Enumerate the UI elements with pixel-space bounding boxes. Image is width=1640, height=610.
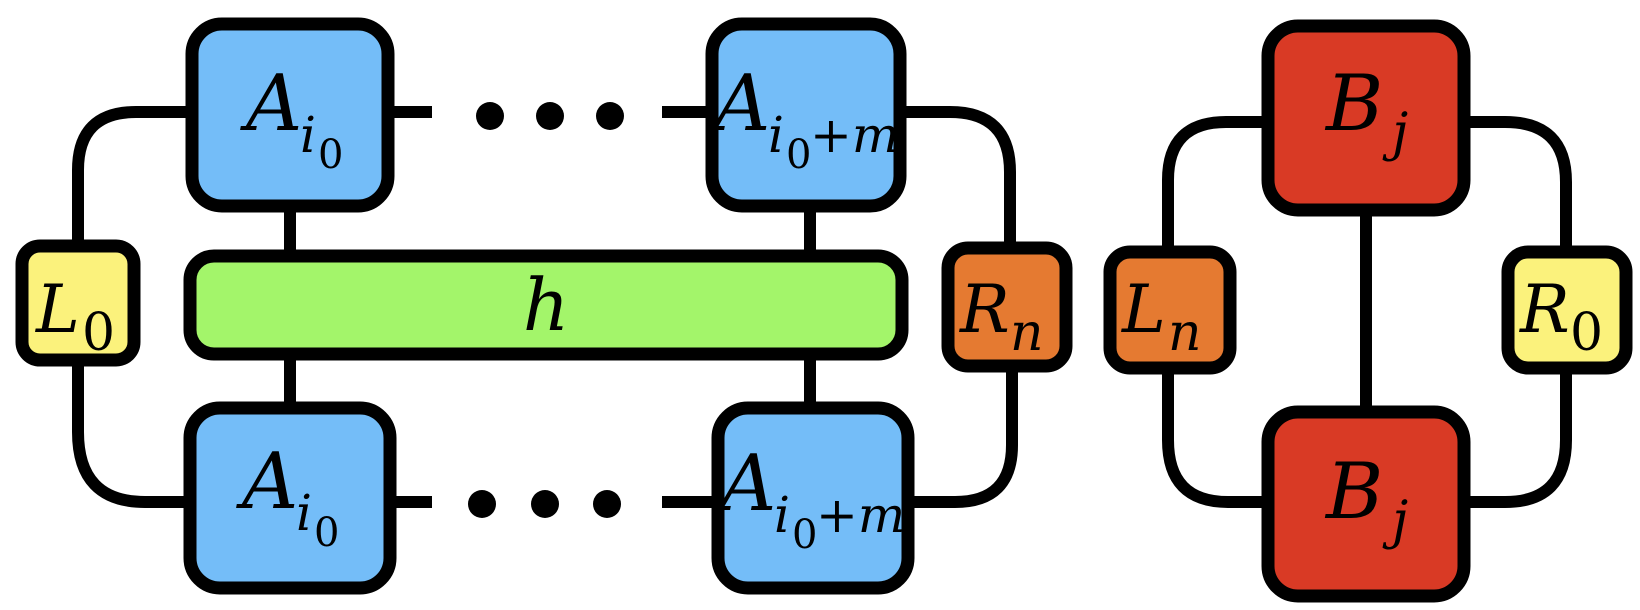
ellipsis-bottom	[468, 490, 621, 518]
a-top-first-subsub: 0	[318, 132, 343, 178]
r0-base: R	[1519, 271, 1570, 348]
dot	[476, 102, 504, 130]
a-top-last-base: A	[708, 59, 770, 149]
wire-bottom-rn	[914, 365, 1018, 508]
left-network-wires	[72, 106, 1018, 508]
wire-l0-top	[72, 106, 186, 245]
rn-base: R	[959, 271, 1010, 348]
dot	[468, 490, 496, 518]
wire-top-rn	[900, 106, 1016, 248]
tensor-a-bottom-first: A i 0	[183, 401, 397, 595]
a-top-last-subsub: 0	[786, 132, 811, 178]
wire-ln-top	[1162, 116, 1268, 252]
operator-h: h	[183, 249, 909, 361]
wire-bottom-r0	[1462, 362, 1572, 508]
l0-base: L	[35, 271, 80, 348]
tensor-a-top-last: A i 0 +m	[705, 17, 907, 213]
tensor-b-top: B j	[1261, 19, 1471, 217]
wire-ln-bottom	[1162, 365, 1268, 508]
tensor-a-bottom-last: A i 0 +m	[711, 401, 915, 595]
b-top-base: B	[1324, 59, 1383, 149]
dot	[536, 102, 564, 130]
operator-h-label: h	[523, 263, 569, 347]
dot	[531, 490, 559, 518]
a-bottom-last-suffix: +m	[816, 486, 905, 544]
a-bottom-last-sub: i	[774, 486, 790, 544]
a-top-last-sub: i	[768, 106, 784, 164]
a-top-last-suffix: +m	[810, 106, 899, 164]
a-bottom-last-subsub: 0	[792, 512, 817, 558]
a-bottom-first-base: A	[236, 437, 298, 527]
tensor-l0: L 0	[15, 239, 141, 367]
a-bottom-first-sub: i	[296, 484, 312, 542]
right-network-wires	[1162, 116, 1572, 508]
dot	[593, 490, 621, 518]
l0-sub: 0	[82, 303, 115, 363]
tensor-ln: L n	[1103, 245, 1237, 375]
a-bottom-last-base: A	[714, 439, 776, 529]
a-top-first-base: A	[240, 59, 302, 149]
a-top-first-sub: i	[300, 106, 316, 164]
ellipsis-top	[476, 102, 624, 130]
tensor-r0: R 0	[1501, 245, 1633, 375]
tensor-b-bottom: B j	[1261, 405, 1471, 603]
tensor-a-top-first: A i 0	[185, 17, 395, 213]
a-bottom-first-subsub: 0	[314, 510, 339, 556]
r0-sub: 0	[1570, 303, 1603, 363]
dot	[596, 102, 624, 130]
wire-l0-bottom	[72, 350, 186, 508]
ln-sub: n	[1168, 303, 1202, 363]
rn-sub: n	[1010, 303, 1044, 363]
ln-base: L	[1121, 271, 1166, 348]
wire-top-r0	[1462, 116, 1572, 252]
tensor-rn: R n	[941, 241, 1073, 373]
b-bottom-base: B	[1324, 447, 1383, 537]
